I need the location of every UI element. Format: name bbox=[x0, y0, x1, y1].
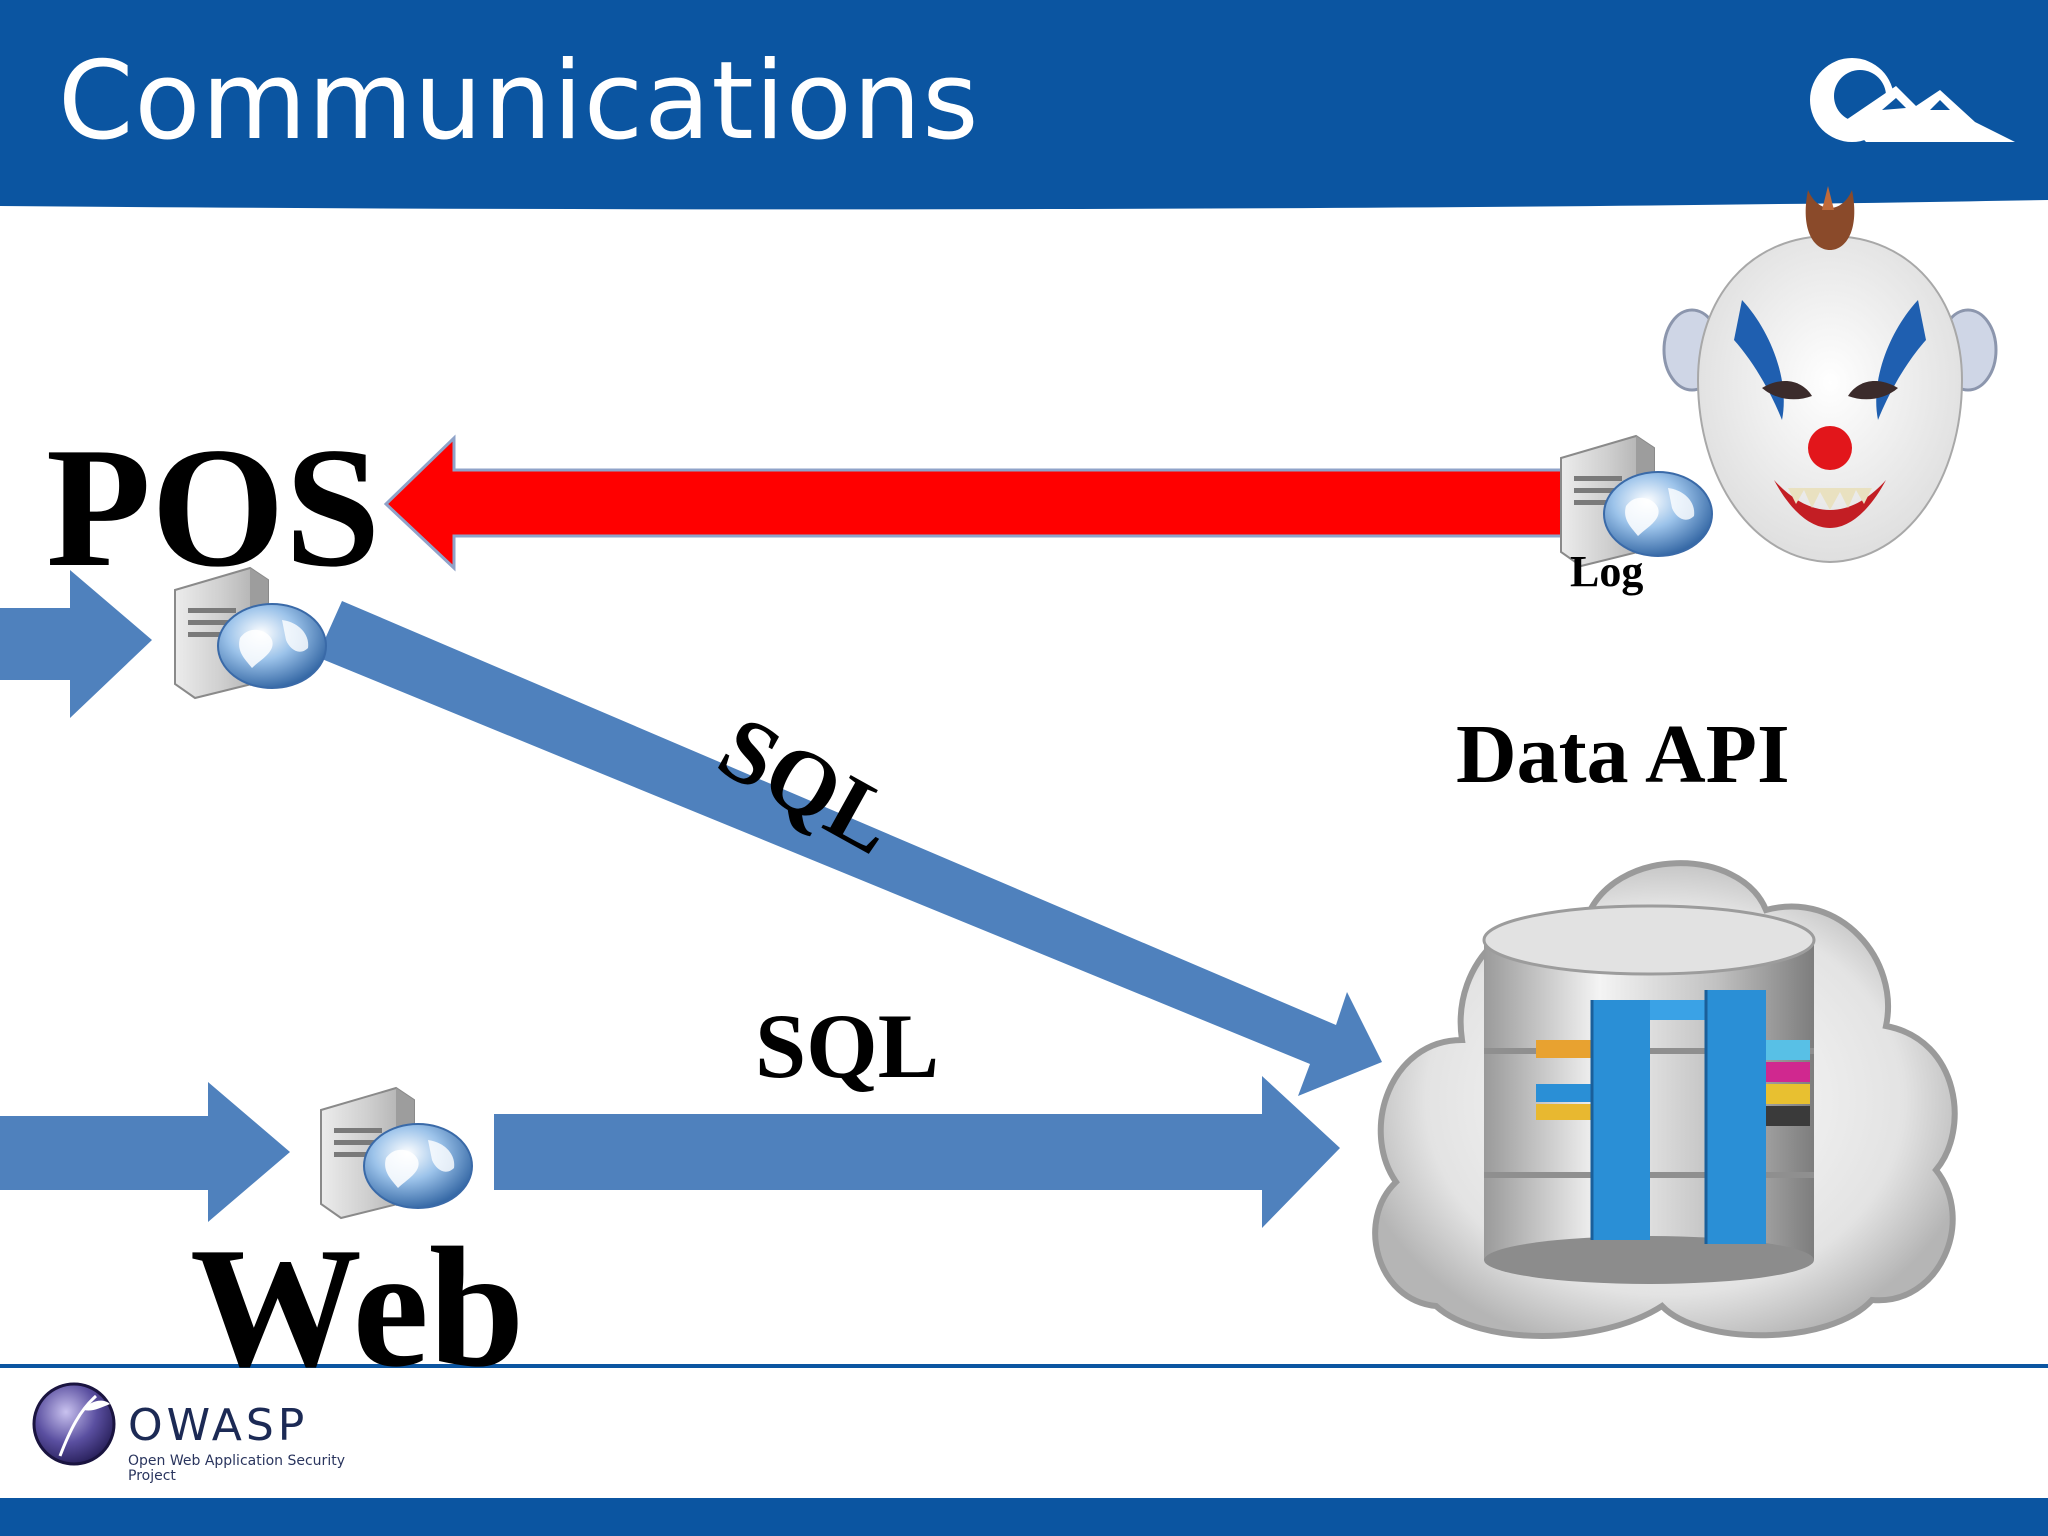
web-server-globe-icon bbox=[320, 1087, 473, 1219]
owasp-logo-text: OWASP bbox=[128, 1400, 309, 1451]
owasp-logo-subtitle: Open Web Application Security Project bbox=[128, 1453, 345, 1485]
mountain-logo-icon bbox=[1810, 58, 2015, 142]
edge-label-web-sql: SQL bbox=[755, 995, 940, 1097]
data-api-label: Data API bbox=[1456, 708, 1790, 801]
pos-label: POS bbox=[46, 413, 381, 603]
footer-band bbox=[0, 1498, 2048, 1536]
footer-divider bbox=[0, 1364, 2048, 1368]
owasp-logo-icon bbox=[32, 1382, 116, 1466]
edge-web-to-data-api bbox=[494, 1076, 1340, 1228]
incoming-arrow-pos bbox=[0, 570, 152, 718]
edge-pos-to-data-api bbox=[317, 601, 1382, 1096]
web-label: Web bbox=[190, 1213, 525, 1403]
incoming-arrow-web bbox=[0, 1082, 290, 1222]
cloud-database-icon bbox=[1372, 860, 1958, 1339]
log-label: Log bbox=[1570, 547, 1644, 596]
edge-log-to-pos bbox=[383, 434, 1584, 572]
clown-mask-icon bbox=[1662, 186, 1998, 564]
header-band bbox=[0, 0, 2048, 210]
slide-title: Communications bbox=[58, 39, 980, 164]
